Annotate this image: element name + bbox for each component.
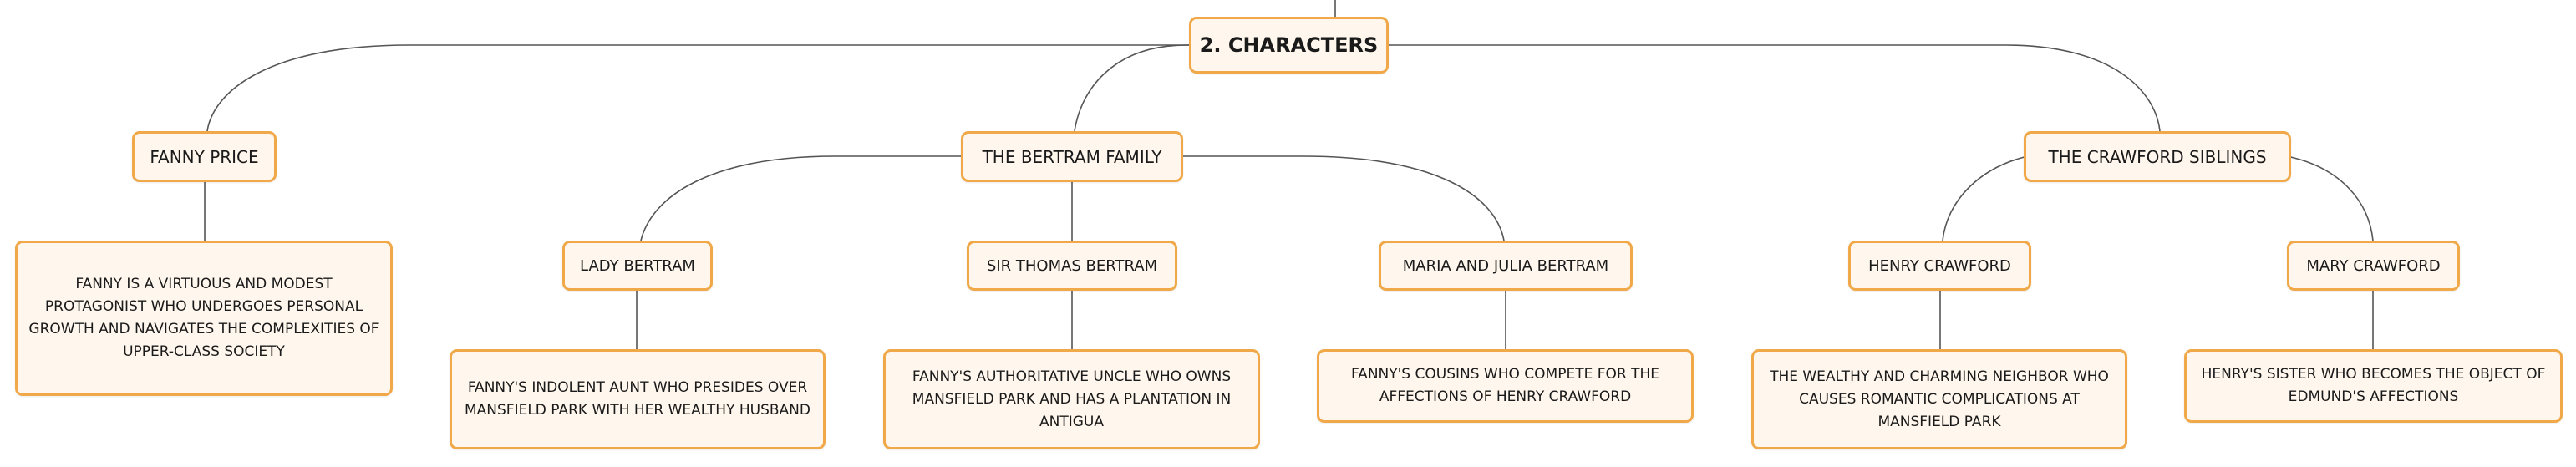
connector-crawford-mary (2286, 155, 2374, 241)
desc-fanny-price: FANNY IS A VIRTUOUS AND MODEST PROTAGONI… (15, 241, 393, 396)
connector-root-crawford-siblings (1389, 44, 2161, 132)
desc-henry-crawford: THE WEALTHY AND CHARMING NEIGHBOR WHO CA… (1751, 349, 2127, 449)
desc-lady-bertram: FANNY'S INDOLENT AUNT WHO PRESIDES OVER … (450, 349, 826, 449)
node-maria-julia-bertram[interactable]: MARIA AND JULIA BERTRAM (1379, 241, 1633, 291)
node-sir-thomas-bertram[interactable]: SIR THOMAS BERTRAM (967, 241, 1177, 291)
desc-henry-crawford-text: THE WEALTHY AND CHARMING NEIGHBOR WHO CA… (1770, 368, 2109, 430)
root-label: 2. CHARACTERS (1199, 33, 1379, 57)
node-bertram-family-label: THE BERTRAM FAMILY (982, 146, 1162, 167)
desc-mary-crawford-text: HENRY'S SISTER WHO BECOMES THE OBJECT OF… (2201, 366, 2546, 405)
connector-bertram-lady (640, 155, 961, 241)
connector-root-bertram-family (1074, 44, 1189, 132)
desc-fanny-price-text: FANNY IS A VIRTUOUS AND MODEST PROTAGONI… (28, 276, 379, 360)
desc-sir-thomas-bertram: FANNY'S AUTHORITATIVE UNCLE WHO OWNS MAN… (883, 349, 1260, 449)
node-crawford-siblings[interactable]: THE CRAWFORD SIBLINGS (2024, 131, 2291, 182)
connector-root-fanny-price (206, 44, 1189, 132)
connector-bertram-maria-julia (1183, 155, 1505, 241)
desc-sir-thomas-bertram-text: FANNY'S AUTHORITATIVE UNCLE WHO OWNS MAN… (912, 368, 1232, 430)
node-fanny-price[interactable]: FANNY PRICE (132, 131, 277, 182)
desc-maria-julia-bertram-text: FANNY'S COUSINS WHO COMPETE FOR THE AFFE… (1350, 366, 1660, 405)
node-henry-crawford-label: HENRY CRAWFORD (1868, 256, 2011, 275)
node-henry-crawford[interactable]: HENRY CRAWFORD (1848, 241, 2031, 291)
node-mary-crawford[interactable]: MARY CRAWFORD (2287, 241, 2460, 291)
root-node[interactable]: 2. CHARACTERS (1189, 17, 1389, 74)
desc-mary-crawford: HENRY'S SISTER WHO BECOMES THE OBJECT OF… (2184, 349, 2563, 423)
node-lady-bertram-label: LADY BERTRAM (580, 256, 695, 275)
node-lady-bertram[interactable]: LADY BERTRAM (562, 241, 713, 291)
node-bertram-family[interactable]: THE BERTRAM FAMILY (961, 131, 1183, 182)
node-maria-julia-bertram-label: MARIA AND JULIA BERTRAM (1402, 256, 1609, 275)
node-crawford-siblings-label: THE CRAWFORD SIBLINGS (2048, 146, 2267, 167)
desc-maria-julia-bertram: FANNY'S COUSINS WHO COMPETE FOR THE AFFE… (1317, 349, 1694, 423)
node-sir-thomas-bertram-label: SIR THOMAS BERTRAM (986, 256, 1158, 275)
node-mary-crawford-label: MARY CRAWFORD (2306, 256, 2441, 275)
desc-lady-bertram-text: FANNY'S INDOLENT AUNT WHO PRESIDES OVER … (465, 379, 810, 419)
connector-crawford-henry (1942, 155, 2029, 241)
node-fanny-price-label: FANNY PRICE (150, 146, 259, 167)
